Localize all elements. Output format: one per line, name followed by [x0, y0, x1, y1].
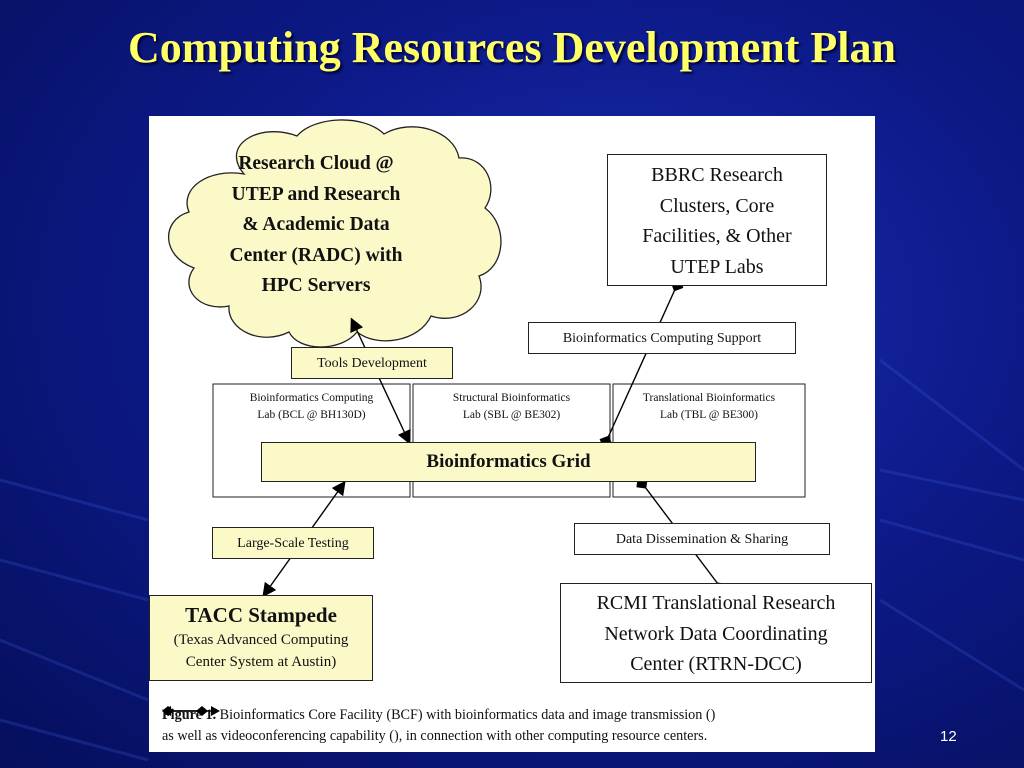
data-dissemination-label: Data Dissemination & Sharing	[574, 523, 830, 555]
cloud-text: Research Cloud @ UTEP and Research & Aca…	[229, 153, 403, 296]
figure-panel: Research Cloud @ UTEP and Research & Aca…	[149, 116, 875, 752]
slide-title: Computing Resources Development Plan	[128, 23, 896, 72]
cloud-shape	[167, 119, 502, 348]
lab-tbl-label: Translational Bioinformatics Lab (TBL @ …	[642, 392, 776, 421]
large-scale-testing-label: Large-Scale Testing	[212, 527, 374, 559]
cloud-grid-arrow	[350, 317, 411, 445]
bbrc-box: BBRC Research Clusters, Core Facilities,…	[607, 154, 827, 286]
bioinformatics-grid: Bioinformatics Grid	[261, 442, 756, 482]
rcmi-box: RCMI Translational Research Network Data…	[560, 583, 872, 683]
lab-bcl-label: Bioinformatics Computing Lab (BCL @ BH13…	[249, 392, 374, 421]
computing-support-label: Bioinformatics Computing Support	[528, 322, 796, 354]
bbrc-grid-connector	[599, 278, 684, 449]
lab-sbl-label: Structural Bioinformatics Lab (SBL @ BE3…	[452, 392, 571, 421]
tools-development-label: Tools Development	[291, 347, 453, 379]
slide-number: 12	[940, 728, 957, 745]
diamond-connector-icon	[162, 706, 208, 716]
tacc-stampede-box: TACC Stampede (Texas Advanced Computing …	[149, 595, 373, 681]
figure-caption: Figure 1. Bioinformatics Core Facility (…	[162, 706, 716, 744]
